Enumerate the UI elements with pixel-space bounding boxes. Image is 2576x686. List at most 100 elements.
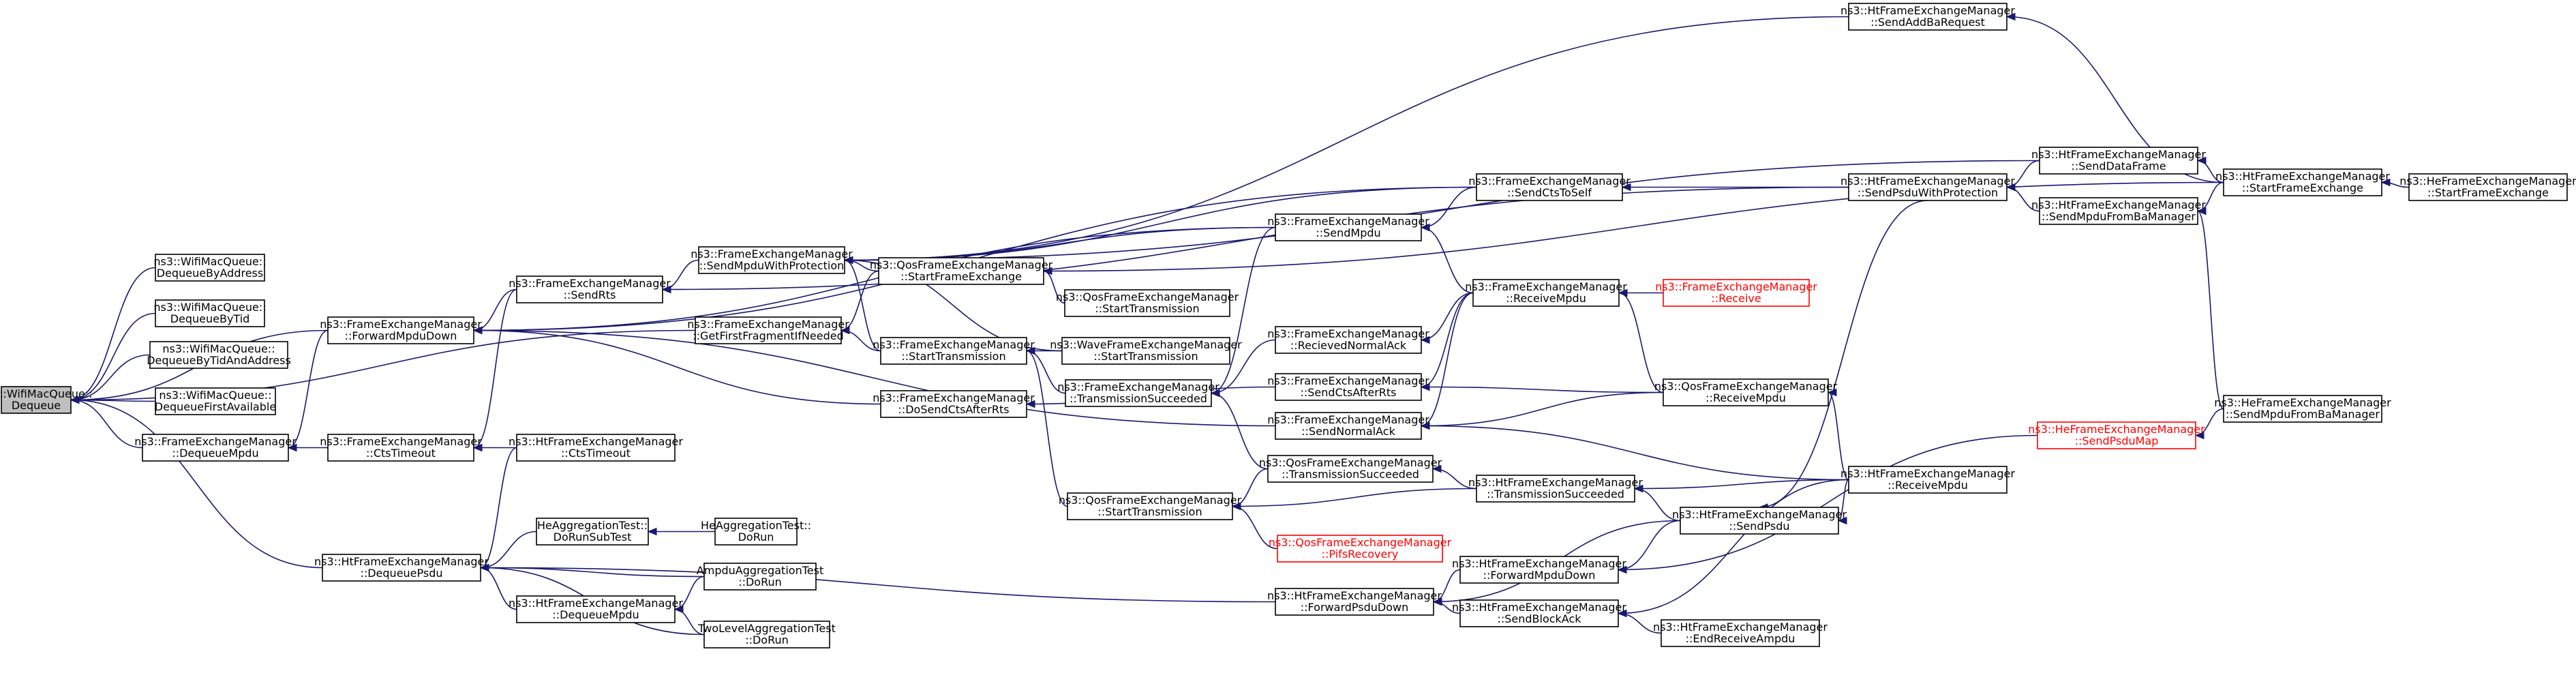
node-label-line: ::SendMpduFromBaManager [2226, 408, 2380, 421]
graph-edge-n32-n44 [1617, 434, 2038, 574]
graph-node-n15[interactable]: HeAggregationTest::DoRun [701, 518, 811, 546]
graph-node-n34[interactable]: ns3::FrameExchangeManager::SendCtsToSelf [1468, 173, 1631, 201]
node-box [878, 257, 1044, 285]
graph-node-n39[interactable]: ns3::HtFrameExchangeManager::SendAddBaRe… [1840, 3, 2015, 31]
graph-node-n12[interactable]: ns3::HtFrameExchangeManager::DequeueMpdu [509, 595, 683, 623]
graph-node-n27[interactable]: ns3::FrameExchangeManager::RecievedNorma… [1267, 326, 1429, 354]
graph-node-n21[interactable]: ns3::QosFrameExchangeManager::StartTrans… [1056, 289, 1239, 317]
edge-line [288, 329, 329, 449]
graph-edge-n29-n35 [1420, 292, 1474, 430]
graph-node-n6[interactable]: ns3::FrameExchangeManager::ForwardMpduDo… [320, 316, 482, 344]
graph-node-n30[interactable]: ns3::QosFrameExchangeManager::Transmissi… [1259, 455, 1442, 483]
graph-node-n18[interactable]: ns3::QosFrameExchangeManager::StartFrame… [870, 257, 1053, 285]
node-box [703, 621, 830, 648]
graph-node-n1[interactable]: ns3::WifiMacQueue::DequeueByAddress [153, 254, 267, 282]
graph-node-n9[interactable]: ns3::FrameExchangeManager::SendRts [509, 275, 671, 303]
graph-node-n28[interactable]: ns3::FrameExchangeManager::SendCtsAfterR… [1267, 373, 1429, 401]
graph-node-n8[interactable]: ns3::FrameExchangeManager::CtsTimeout [320, 434, 482, 462]
graph-node-n24[interactable]: ns3::QosFrameExchangeManager::StartTrans… [1059, 492, 1242, 520]
graph-node-n40[interactable]: ns3::HtFrameExchangeManager::SendPsduWit… [1840, 173, 2015, 201]
graph-node-n47[interactable]: ns3::HtFrameExchangeManager::StartFrameE… [2215, 168, 2390, 196]
edge-line [1232, 488, 1477, 507]
node-box [142, 434, 289, 462]
node-box [536, 518, 649, 546]
graph-node-n26[interactable]: ns3::FrameExchangeManager::SendMpdu [1267, 213, 1429, 241]
node-box [714, 518, 798, 546]
node-label-line: ns3::HeFrameExchangeManager [2399, 175, 2576, 188]
graph-node-n3[interactable]: ns3::WifiMacQueue::DequeueByTidAndAddres… [147, 341, 291, 369]
graph-node-n37[interactable]: ns3::HtFrameExchangeManager::SendPsdu [1672, 507, 1847, 535]
graph-node-n32[interactable]: ns3::HtFrameExchangeManager::ForwardMpdu… [1452, 556, 1626, 584]
graph-node-n25[interactable]: ns3::HtFrameExchangeManager::ForwardPsdu… [1267, 588, 1442, 616]
edge-line [1634, 479, 1849, 490]
node-label-line: ::SendMpduWithProtection [699, 259, 845, 272]
node-box [1064, 289, 1230, 317]
graph-node-n23[interactable]: ns3::FrameExchangeManager::TransmissionS… [1057, 379, 1219, 407]
graph-node-n42[interactable]: ns3::QosFrameExchangeManager::ReceiveMpd… [1654, 378, 1838, 406]
node-box [2408, 173, 2568, 201]
node-box [2039, 197, 2198, 225]
node-label-line: ns3::FrameExchangeManager [1267, 215, 1429, 228]
edge-line [844, 186, 1477, 261]
node-label-line: ::SendPsduWithProtection [1858, 186, 1998, 199]
node-label-line: TwoLevelAggregationTest [697, 622, 836, 635]
graph-edge-n44-n48 [2194, 408, 2224, 440]
node-label-line: ns3::FrameExchangeManager [1468, 175, 1631, 188]
graph-node-n41[interactable]: ns3::FrameExchangeManager::Receive [1655, 279, 1817, 307]
node-label-line: DoRun [738, 531, 774, 543]
graph-node-n7[interactable]: ns3::HtFrameExchangeManager::DequeuePsdu [314, 554, 489, 582]
edge-arrowhead [1621, 183, 1631, 192]
graph-node-n14[interactable]: ns3::FrameExchangeManager::SendMpduWithP… [691, 246, 853, 274]
graph-node-n4[interactable]: ns3::WifiMacQueue::DequeueFirstAvailable [155, 387, 276, 415]
node-label-line: ::TransmissionSucceeded [1487, 488, 1624, 501]
graph-node-n22[interactable]: ns3::WaveFrameExchangeManager::StartTran… [1050, 337, 1242, 365]
node-label-line: ::PifsRecovery [1322, 548, 1399, 561]
edge-line [1421, 292, 1474, 427]
node-box [1, 386, 72, 414]
edge-line [70, 267, 156, 401]
node-box [1067, 492, 1233, 520]
graph-node-n17[interactable]: TwoLevelAggregationTest::DoRun [697, 621, 836, 648]
node-label-line: ::ForwardMpduDown [345, 329, 457, 342]
graph-node-n10[interactable]: ns3::HtFrameExchangeManager::CtsTimeout [509, 434, 683, 462]
graph-node-n36[interactable]: ns3::HtFrameExchangeManager::Transmissio… [1468, 475, 1643, 503]
graph-node-n35[interactable]: ns3::FrameExchangeManager::ReceiveMpdu [1465, 279, 1627, 307]
edge-arrowhead [472, 443, 483, 452]
graph-node-n33[interactable]: ns3::HtFrameExchangeManager::SendBlockAc… [1452, 599, 1626, 627]
node-label-line: ns3::FrameExchangeManager [1267, 413, 1429, 426]
graph-node-n11[interactable]: HeAggregationTest::DoRunSubTest [536, 518, 649, 546]
graph-node-n29[interactable]: ns3::FrameExchangeManager::SendNormalAck [1267, 412, 1429, 440]
graph-edge-n5-n6 [287, 329, 329, 452]
graph-node-n19[interactable]: ns3::FrameExchangeManager::StartTransmis… [873, 337, 1035, 365]
edge-line [1618, 520, 1681, 571]
graph-node-n43[interactable]: ns3::HtFrameExchangeManager::ReceiveMpdu [1840, 466, 2015, 494]
edge-line [70, 399, 323, 569]
graph-node-n5[interactable]: ns3::FrameExchangeManager::DequeueMpdu [134, 434, 297, 462]
node-label-line: ns3::QosFrameExchangeManager [1059, 494, 1242, 507]
graph-node-n45[interactable]: ns3::HtFrameExchangeManager::SendDataFra… [2031, 147, 2206, 175]
edge-arrowhead [1618, 288, 1628, 297]
node-box [1476, 173, 1623, 201]
node-label-line: ns3::FrameExchangeManager [691, 248, 853, 260]
graph-node-n31[interactable]: ns3::QosFrameExchangeManager::PifsRecove… [1269, 535, 1452, 563]
node-label-line: DequeueByTidAndAddress [147, 354, 291, 367]
node-label-line: ns3::FrameExchangeManager [687, 318, 849, 331]
graph-node-n2[interactable]: ns3::WifiMacQueue::DequeueByTid [153, 299, 267, 327]
graph-node-n49[interactable]: ns3::HeFrameExchangeManager::StartFrameE… [2399, 173, 2576, 201]
graph-node-n0[interactable]: ns3::WifiMacQueue::Dequeue [0, 386, 93, 414]
edge-line [1618, 434, 2038, 571]
graph-node-n46[interactable]: ns3::HtFrameExchangeManager::SendMpduFro… [2031, 197, 2206, 225]
edge-arrowhead [1837, 516, 1847, 525]
node-box [1275, 326, 1422, 354]
graph-node-n16[interactable]: AmpduAggregationTest::DoRun [697, 563, 823, 591]
graph-node-n48[interactable]: ns3::HeFrameExchangeManager::SendMpduFro… [2214, 395, 2391, 423]
graph-node-n13[interactable]: ns3::FrameExchangeManager::GetFirstFragm… [687, 316, 849, 344]
node-label-line: ns3::QosFrameExchangeManager [1259, 456, 1442, 469]
node-label-line: ::StartFrameExchange [900, 270, 1022, 283]
graph-node-n44[interactable]: ns3::HeFrameExchangeManager::SendPsduMap [2028, 421, 2205, 449]
edge-line [1211, 392, 1269, 470]
node-label-line: ::DoRun [738, 576, 782, 588]
graph-node-n20[interactable]: ns3::FrameExchangeManager::DoSendCtsAfte… [873, 390, 1035, 418]
graph-node-n38[interactable]: ns3::HtFrameExchangeManager::EndReceiveA… [1653, 619, 1828, 647]
node-box [1472, 279, 1620, 307]
